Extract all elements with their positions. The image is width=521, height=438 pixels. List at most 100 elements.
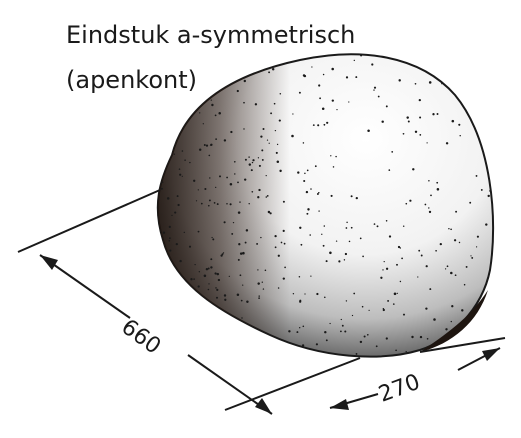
stipple-dot [258,164,261,167]
stipple-dot [214,70,217,73]
stipple-dot [204,187,207,191]
stipple-dot [376,225,379,228]
stipple-dot [258,295,260,297]
stipple-dot [221,347,225,351]
stipple-dot [207,267,210,270]
stipple-dot [345,227,348,229]
stipple-dot [382,308,385,312]
stipple-dot [163,294,165,297]
stipple-dot [273,102,276,105]
stipple-dot [396,263,398,266]
stipple-dot [264,269,267,272]
stipple-dot [292,293,295,295]
stipple-dot [355,352,358,355]
stipple-dot [161,294,163,297]
stipple-dot [236,89,239,93]
stipple-dot [303,74,307,78]
stipple-dot [425,307,428,310]
stipple-dot [373,86,377,89]
stipple-dot [186,298,190,302]
stipple-dot [318,210,320,212]
stipple-dot [489,189,492,192]
arrowhead-660-start [40,255,58,270]
stipple-dot [401,257,403,260]
stipple-dot [213,336,216,339]
stipple-dot [424,203,427,206]
stipple-dot [458,123,461,126]
stipple-dot [210,266,213,269]
extension-line-right [419,337,506,353]
stipple-dot [385,267,389,270]
stipple-dot [454,274,457,277]
stipple-dot [494,59,496,61]
stipple-dot [373,89,375,91]
stipple-dot [182,121,185,124]
stipple-dot [323,123,326,126]
stipple-dot [458,241,461,244]
stipple-dot [262,128,265,130]
stipple-dot [428,207,430,209]
stipple-dot [213,202,216,204]
stipple-dot [329,251,332,255]
stipple-dot [302,325,305,328]
stipple-dot [309,234,312,236]
stipple-dot [169,237,171,239]
stipple-dot [274,234,277,238]
stipple-dot [473,103,476,106]
stipple-dot [181,150,184,152]
stipple-dot [186,306,189,308]
stipple-dot [175,242,178,246]
stipple-dot [239,252,243,255]
stipple-dot [455,210,458,213]
stipple-dot [167,109,171,113]
stipple-dot [355,76,358,79]
stipple-dot [161,325,163,327]
stipple-dot [380,276,383,279]
stipple-dot [318,84,321,87]
title-line-2: (apenkont) [66,66,197,94]
stipple-dot [238,243,241,246]
stipple-dot [173,153,175,155]
stipple-dot [388,357,391,360]
stipple-dot [245,229,249,232]
stipple-dot [244,178,247,181]
stipple-dot [355,196,358,200]
stipple-dot [476,128,479,130]
stipple-dot [180,63,182,65]
stipple-dot [324,296,326,299]
stipple-dot [218,319,221,321]
stipple-dot [316,292,319,296]
stipple-dot [359,340,363,344]
stipple-dot [382,269,384,271]
stipple-dot [476,235,479,238]
stipple-dot [169,249,172,252]
stipple-dot [161,181,164,183]
stipple-dot [407,120,410,123]
stipple-dot [403,313,405,316]
stipple-dot [221,342,224,345]
stipple-dot [399,247,401,249]
stipple-dot [279,92,282,95]
stipple-dot [202,123,204,125]
stipple-dot [195,200,198,202]
stipple-dot [377,95,380,98]
stipple-dot [343,259,346,261]
stipple-dot [210,143,213,146]
stipple-dot [279,169,282,173]
stipple-dot [317,124,320,127]
stipple-dot [368,309,370,311]
stipple-dot [242,284,244,286]
stipple-dot [221,315,224,317]
stipple-dot [311,66,313,68]
stipple-dot [331,99,334,102]
stipple-dot [436,188,440,191]
stipple-dot [388,169,391,171]
stipple-dot [197,285,200,288]
stipple-dot [359,237,362,240]
stipple-dot [326,121,329,124]
stipple-dot [419,116,422,119]
stipple-dot [463,283,466,286]
stipple-dot [193,179,196,182]
stipple-dot [160,187,163,190]
dimension-line-660-upper [39,254,131,319]
